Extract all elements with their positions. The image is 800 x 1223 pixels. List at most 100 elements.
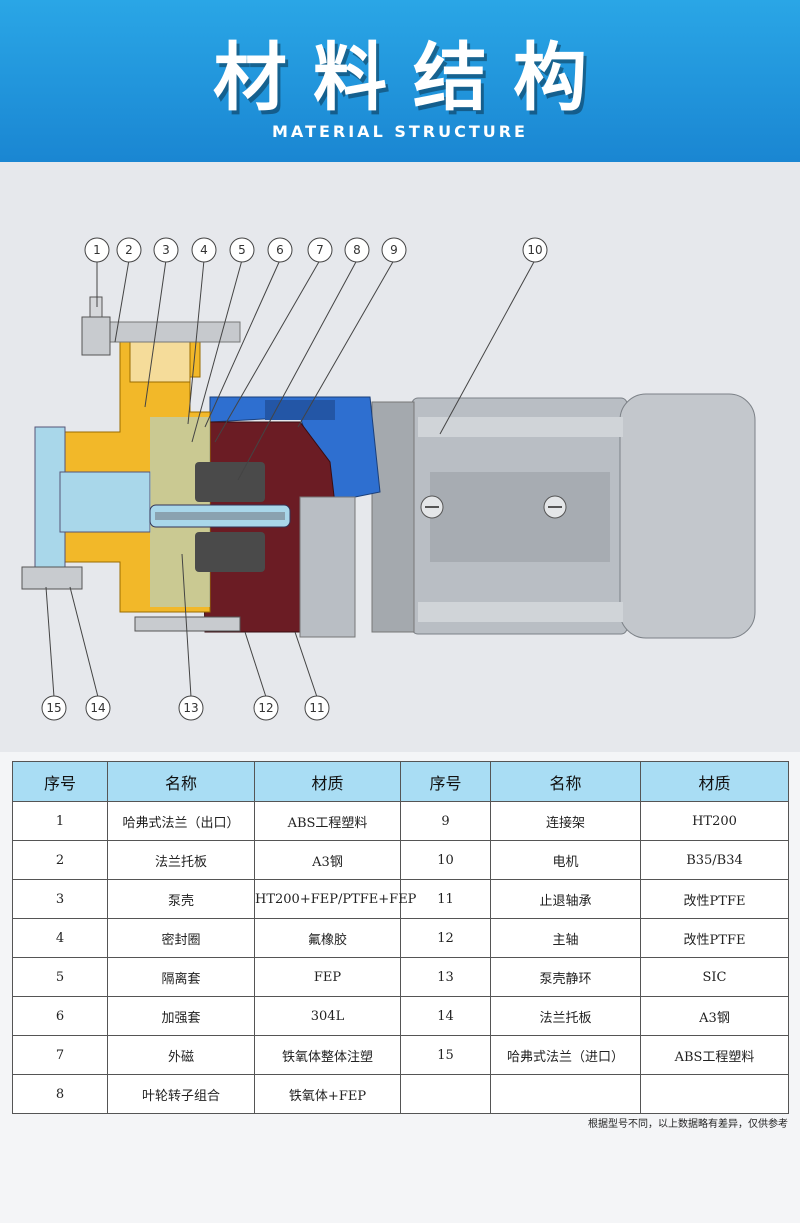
cell: A3钢 [254, 840, 401, 880]
cell: 连接架 [490, 801, 641, 841]
cell: 6 [12, 996, 108, 1036]
svg-text:10: 10 [527, 243, 542, 257]
svg-text:9: 9 [390, 243, 398, 257]
callout-14: 14 [85, 695, 111, 721]
cell [640, 1074, 789, 1114]
cell: 10 [400, 840, 491, 880]
svg-text:12: 12 [258, 701, 273, 715]
cell: B35/B34 [640, 840, 789, 880]
header-material-right: 材质 [640, 761, 789, 802]
cell: 5 [12, 957, 108, 997]
svg-text:5: 5 [238, 243, 246, 257]
cell: 隔离套 [107, 957, 255, 997]
cell: 8 [12, 1074, 108, 1114]
cell: 主轴 [490, 918, 641, 958]
cell: 外磁 [107, 1035, 255, 1075]
cell: 改性PTFE [640, 879, 789, 919]
svg-text:3: 3 [162, 243, 170, 257]
callout-3: 3 [153, 237, 179, 263]
cell: 密封圈 [107, 918, 255, 958]
callout-12: 12 [253, 695, 279, 721]
cell: 11 [400, 879, 491, 919]
header-name-right: 名称 [490, 761, 641, 802]
cell: 7 [12, 1035, 108, 1075]
header-no-right: 序号 [400, 761, 491, 802]
cell: 改性PTFE [640, 918, 789, 958]
callout-6: 6 [267, 237, 293, 263]
svg-text:8: 8 [353, 243, 361, 257]
cell: 13 [400, 957, 491, 997]
svg-text:2: 2 [125, 243, 133, 257]
impeller-rotor [149, 462, 291, 572]
callout-8: 8 [344, 237, 370, 263]
motor [371, 393, 756, 639]
header-no-left: 序号 [12, 761, 108, 802]
callout-13: 13 [178, 695, 204, 721]
svg-text:14: 14 [90, 701, 105, 715]
cell: 12 [400, 918, 491, 958]
callout-2: 2 [116, 237, 142, 263]
cell: 铁氧体整体注塑 [254, 1035, 401, 1075]
callout-15: 15 [41, 695, 67, 721]
cell: HT200+FEP/PTFE+FEP [254, 879, 416, 919]
cell: 3 [12, 879, 108, 919]
table-header-row: 序号 名称 材质 序号 名称 材质 [12, 761, 789, 802]
cell: 泵壳静环 [490, 957, 641, 997]
cell: 泵壳 [107, 879, 255, 919]
cell: 电机 [490, 840, 641, 880]
cell [400, 1074, 491, 1114]
flange-bolts [21, 296, 241, 632]
cell: 哈弗式法兰（出口） [107, 801, 255, 841]
svg-text:13: 13 [183, 701, 198, 715]
callout-4: 4 [191, 237, 217, 263]
callout-10: 10 [522, 237, 548, 263]
svg-text:1: 1 [93, 243, 101, 257]
cell: ABS工程塑料 [640, 1035, 789, 1075]
callout-7: 7 [307, 237, 333, 263]
svg-text:6: 6 [276, 243, 284, 257]
header-material-left: 材质 [254, 761, 401, 802]
callout-9: 9 [381, 237, 407, 263]
cell: SIC [640, 957, 789, 997]
cell: 2 [12, 840, 108, 880]
cell: 9 [400, 801, 491, 841]
cell [490, 1074, 641, 1114]
leader-lines [45, 259, 536, 698]
cell: 14 [400, 996, 491, 1036]
cell: 加强套 [107, 996, 255, 1036]
callout-1: 1 [84, 237, 110, 263]
svg-text:7: 7 [316, 243, 324, 257]
page-subtitle: MATERIAL STRUCTURE [272, 122, 528, 141]
header-name-left: 名称 [107, 761, 255, 802]
cell: 法兰托板 [107, 840, 255, 880]
callout-11: 11 [304, 695, 330, 721]
pump-cross-section-diagram: 1 2 3 4 5 6 7 8 9 10 11 12 13 14 15 [0, 162, 800, 752]
svg-text:4: 4 [200, 243, 208, 257]
cell: 氟橡胶 [254, 918, 401, 958]
cell: 15 [400, 1035, 491, 1075]
cell: 304L [254, 996, 401, 1036]
cell: 铁氧体+FEP [254, 1074, 401, 1114]
cell: 哈弗式法兰（进口） [490, 1035, 641, 1075]
cell: FEP [254, 957, 401, 997]
cell: 1 [12, 801, 108, 841]
cell: A3钢 [640, 996, 789, 1036]
pump-casing [34, 321, 241, 613]
callout-5: 5 [229, 237, 255, 263]
page-title: 材料结构 [213, 35, 613, 121]
svg-text:11: 11 [309, 701, 324, 715]
cell: 法兰托板 [490, 996, 641, 1036]
footnote: 根据型号不同，以上数据略有差异，仅供参考 [588, 1119, 788, 1130]
cell: 叶轮转子组合 [107, 1074, 255, 1114]
svg-text:15: 15 [46, 701, 61, 715]
cell: 4 [12, 918, 108, 958]
